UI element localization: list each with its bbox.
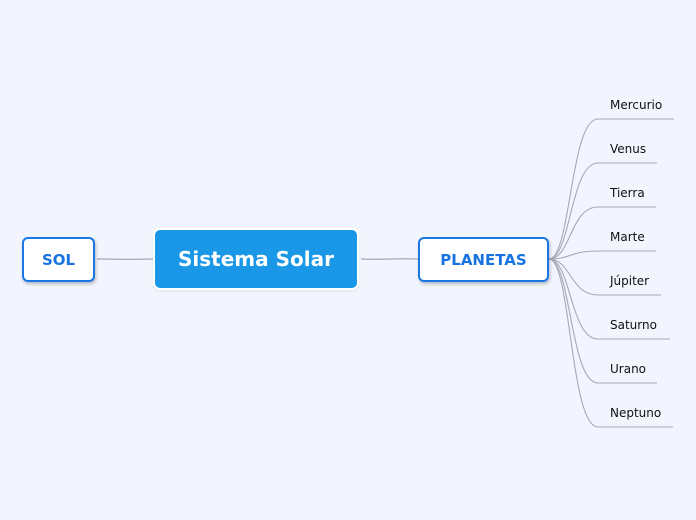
topic-planetas[interactable]: PLANETAS <box>418 237 549 282</box>
connector-planetas-to-venus <box>548 162 657 260</box>
connector-central-to-planetas <box>360 258 419 260</box>
connector-planetas-to-marte <box>548 250 656 260</box>
subtopic-venus[interactable]: Venus <box>610 142 647 156</box>
subtopic-mercurio[interactable]: Mercurio <box>610 98 663 112</box>
subtopic-urano[interactable]: Urano <box>610 362 647 376</box>
connector-planetas-to-neptuno <box>548 258 673 428</box>
connector-planetas-to-jupiter <box>548 258 661 296</box>
connector-planetas-to-saturno <box>548 258 670 340</box>
subtopic-neptuno[interactable]: Neptuno <box>610 406 662 420</box>
subtopic-jupiter[interactable]: Júpiter <box>610 274 650 288</box>
subtopic-marte[interactable]: Marte <box>610 230 645 244</box>
subtopic-saturno[interactable]: Saturno <box>610 318 657 332</box>
subtopic-tierra[interactable]: Tierra <box>610 186 645 200</box>
connector-planetas-to-mercurio <box>548 118 674 260</box>
topic-sol[interactable]: SOL <box>22 237 95 282</box>
connector-planetas-to-tierra <box>548 206 656 260</box>
connector-planetas-to-urano <box>548 258 657 384</box>
central-topic-sistema-solar[interactable]: Sistema Solar <box>153 228 359 290</box>
